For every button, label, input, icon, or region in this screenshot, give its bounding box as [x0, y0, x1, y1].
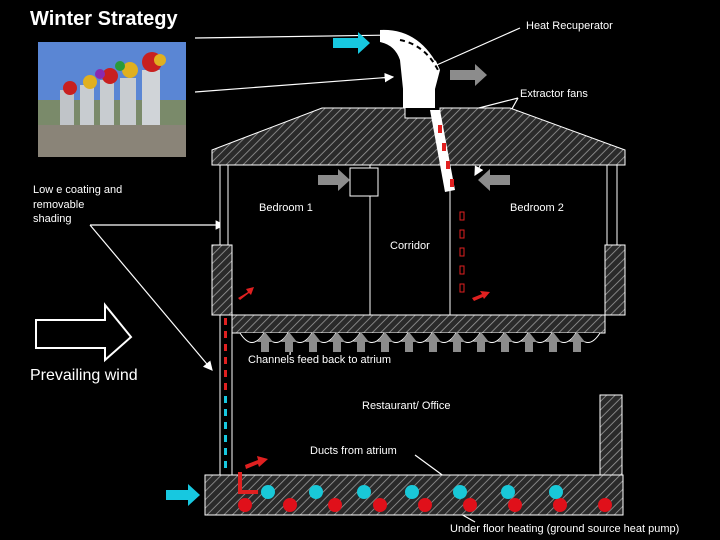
- rising-air-arrow: [257, 332, 273, 352]
- warm-air-arrow: [459, 283, 465, 293]
- atrium-airflow-dash: [224, 370, 227, 377]
- atrium-airflow-dash: [224, 409, 227, 416]
- atrium-airflow-dash: [224, 448, 227, 455]
- warm-air-arrow: [245, 456, 268, 469]
- warm-air-arrow: [459, 229, 465, 239]
- cyan-inlet-arrow: [166, 484, 200, 506]
- extractor-fans-label: Extractor fans: [520, 88, 588, 100]
- rising-air-arrow: [497, 332, 513, 352]
- heating-pipe-red: [508, 498, 522, 512]
- heating-pipe-red: [463, 498, 477, 512]
- extractor-arrow-right: [478, 169, 510, 191]
- channels-label: Channels feed back to atrium: [248, 354, 392, 366]
- rising-air-arrow: [473, 332, 489, 352]
- heating-pipe-red: [238, 498, 252, 512]
- warm-air-arrow: [459, 247, 465, 257]
- atrium-airflow-dash: [224, 331, 227, 338]
- low-e-label-1: Low e coating and: [33, 184, 123, 196]
- bedroom2-label: Bedroom 2: [510, 202, 564, 214]
- heating-pipe-cyan: [309, 485, 323, 499]
- outline-arrow-right-icon: [35, 302, 133, 363]
- heating-pipe-cyan: [453, 485, 467, 499]
- restaurant-label: Restaurant/ Office: [362, 400, 451, 412]
- heating-pipe-red: [283, 498, 297, 512]
- atrium-airflow-dash: [224, 357, 227, 364]
- low-e-label-2: removable: [33, 199, 85, 211]
- heating-pipe-red: [328, 498, 342, 512]
- heating-pipe-cyan: [405, 485, 419, 499]
- rising-air-arrow: [377, 332, 393, 352]
- warm-air-arrow: [442, 143, 446, 151]
- warm-air-arrow: [472, 291, 490, 301]
- rising-air-arrow: [353, 332, 369, 352]
- heating-pipe-cyan: [501, 485, 515, 499]
- rising-air-arrow: [329, 332, 345, 352]
- rising-air-arrow: [425, 332, 441, 352]
- low-e-label-3: shading: [33, 213, 72, 225]
- warm-air-arrow: [459, 211, 465, 221]
- atrium-airflow-dash: [224, 344, 227, 351]
- prevailing-wind-label: Prevailing wind: [30, 367, 138, 384]
- warm-air-arrow: [450, 179, 454, 187]
- heating-pipe-cyan: [261, 485, 275, 499]
- atrium-airflow-dash: [224, 396, 227, 403]
- slide-title: Winter Strategy: [30, 8, 178, 30]
- heating-pipe-red: [553, 498, 567, 512]
- ducts-label: Ducts from atrium: [310, 445, 397, 457]
- warm-air-arrow: [446, 161, 450, 169]
- underfloor-heating-label: Under floor heating (ground source heat …: [450, 523, 680, 535]
- warm-air-arrow: [238, 287, 254, 300]
- rising-air-arrow: [521, 332, 537, 352]
- atrium-airflow-dash: [224, 383, 227, 390]
- ground-floor-slab: [204, 474, 624, 516]
- grey-exhaust-arrow: [450, 64, 487, 86]
- atrium-airflow-dash: [224, 318, 227, 325]
- heating-pipe-cyan: [357, 485, 371, 499]
- atrium-airflow-dash: [224, 461, 227, 468]
- rising-air-arrow: [569, 332, 585, 352]
- roof: [211, 107, 626, 166]
- extractor-arrow-left: [318, 169, 350, 191]
- bedroom1-label: Bedroom 1: [259, 202, 313, 214]
- warm-air-arrow: [459, 265, 465, 275]
- corridor-label: Corridor: [390, 240, 430, 252]
- heating-pipe-red: [373, 498, 387, 512]
- heat-recuperator: [380, 29, 440, 109]
- cyan-intake-arrow: [333, 32, 370, 54]
- atrium-airflow: [224, 318, 227, 468]
- rising-air-arrows: [257, 332, 585, 352]
- rising-air-arrow: [545, 332, 561, 352]
- rising-air-arrow: [305, 332, 321, 352]
- building-walls: [211, 164, 626, 500]
- warm-air-arrows: [238, 125, 490, 469]
- atrium-airflow-dash: [224, 422, 227, 429]
- warm-air-arrow: [438, 125, 442, 133]
- heating-pipe-cyan: [549, 485, 563, 499]
- rooftop-cowls-photo: [38, 42, 186, 157]
- heating-pipe-red: [598, 498, 612, 512]
- rising-air-arrow: [401, 332, 417, 352]
- rising-air-arrow: [281, 332, 297, 352]
- red-duct: [238, 472, 258, 494]
- atrium-airflow-dash: [224, 435, 227, 442]
- heating-pipe-red: [418, 498, 432, 512]
- rising-air-arrow: [449, 332, 465, 352]
- heat-recuperator-label: Heat Recuperator: [526, 20, 613, 32]
